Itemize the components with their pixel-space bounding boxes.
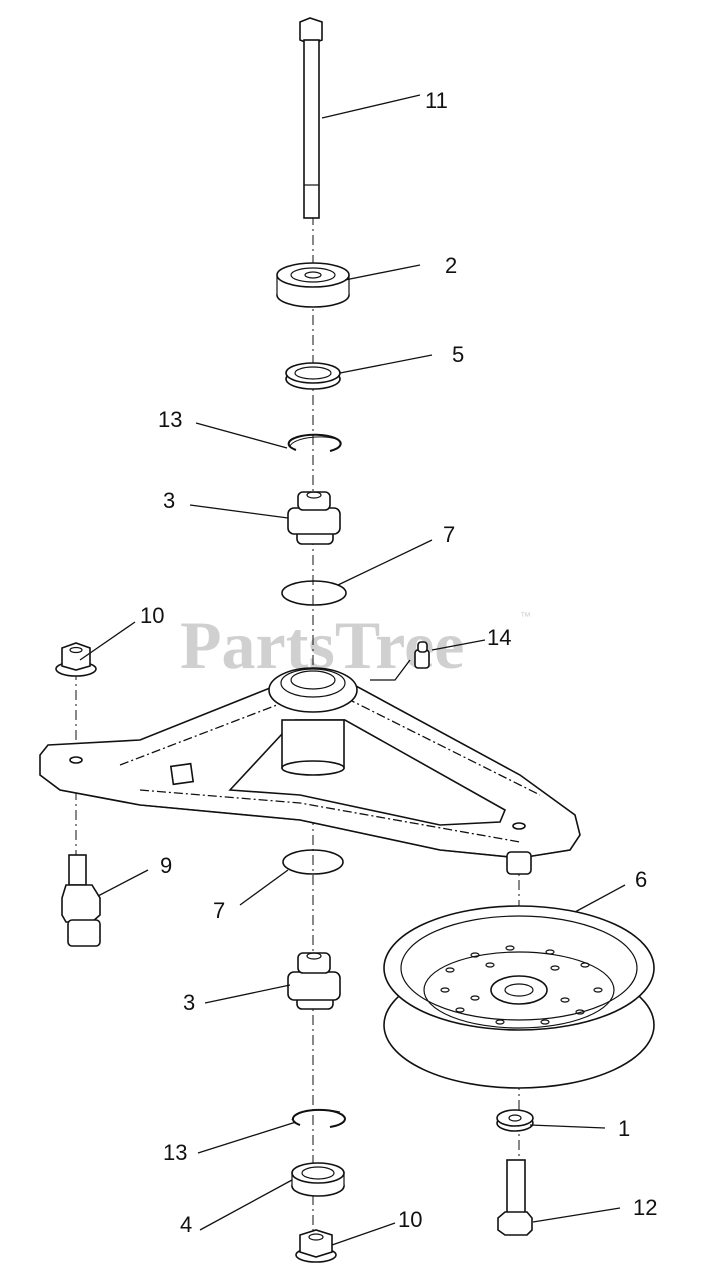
flange-nut-lower — [295, 1229, 337, 1263]
callout-7-lower: 7 — [213, 898, 225, 923]
callout-6: 6 — [635, 867, 647, 892]
callout-13-lower: 13 — [163, 1140, 187, 1165]
leader-lines — [79, 94, 626, 1246]
trademark-symbol: ™ — [520, 611, 531, 623]
callout-1: 1 — [618, 1116, 630, 1141]
callout-14: 14 — [487, 625, 511, 650]
grease-fitting — [414, 641, 430, 669]
flange-nut-upper — [55, 642, 97, 677]
callout-12: 12 — [633, 1195, 657, 1220]
o-ring-lower — [282, 849, 344, 875]
retaining-ring-upper — [287, 433, 342, 452]
o-ring-upper — [281, 580, 347, 606]
pulley-holes — [440, 945, 603, 1025]
seal — [285, 362, 341, 390]
callout-5: 5 — [452, 342, 464, 367]
idler-arm — [39, 667, 581, 875]
bolt-short — [497, 1159, 533, 1236]
callout-4: 4 — [180, 1212, 192, 1237]
callout-13-upper: 13 — [158, 407, 182, 432]
callout-2: 2 — [445, 253, 457, 278]
idler-pulley — [383, 905, 655, 1089]
callout-7-upper: 7 — [443, 522, 455, 547]
bolt-long — [299, 17, 323, 219]
flat-washer — [496, 1109, 534, 1132]
bearing-lower — [287, 952, 341, 1010]
bearing-upper — [287, 491, 341, 545]
callout-3-upper: 3 — [163, 488, 175, 513]
callout-10-upper: 10 — [140, 603, 164, 628]
callout-10-lower: 10 — [398, 1207, 422, 1232]
retaining-ring-lower — [291, 1108, 346, 1128]
callout-11: 11 — [425, 88, 448, 113]
shoulder-stud — [61, 854, 101, 947]
callout-9: 9 — [160, 853, 172, 878]
callout-3-lower: 3 — [183, 990, 195, 1015]
bearing-cap — [276, 262, 350, 308]
bearing-seal-lower — [291, 1162, 345, 1197]
grease-fitting-dash — [370, 659, 411, 681]
